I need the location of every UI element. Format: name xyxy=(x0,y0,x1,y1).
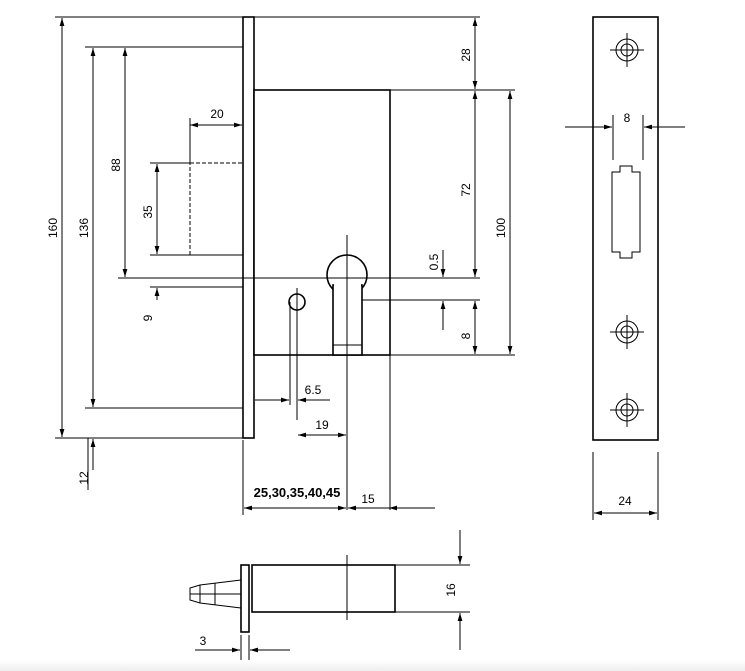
dim-20: 20 xyxy=(210,107,224,121)
dim-24: 24 xyxy=(618,494,632,508)
dim-100: 100 xyxy=(494,218,508,238)
faceplate xyxy=(592,16,659,441)
dim-136: 136 xyxy=(77,218,91,238)
screw-hole-bottom xyxy=(610,393,644,427)
dim-12: 12 xyxy=(77,471,91,485)
faceplate-view xyxy=(565,16,685,520)
extension-lines xyxy=(55,16,515,490)
dimension-labels: 160 136 88 35 9 12 20 28 72 100 0.5 8 6.… xyxy=(46,48,632,648)
dim-160: 160 xyxy=(46,218,60,238)
dim-8-faceplate: 8 xyxy=(624,111,631,125)
dim-9: 9 xyxy=(141,314,155,321)
screw-hole-top xyxy=(610,33,644,67)
latch-bolt xyxy=(189,162,244,256)
dim-6-5: 6.5 xyxy=(305,383,322,397)
dim-88: 88 xyxy=(109,158,123,172)
bolt-view xyxy=(189,530,470,660)
dimension-lines xyxy=(59,18,513,511)
dim-72: 72 xyxy=(459,183,473,197)
dim-35: 35 xyxy=(141,205,155,219)
dim-8-cylinder: 8 xyxy=(459,332,473,339)
dim-3: 3 xyxy=(200,634,207,648)
dim-15: 15 xyxy=(361,492,375,506)
dim-19: 19 xyxy=(315,418,329,432)
lock-body xyxy=(253,89,391,356)
dim-0-5: 0.5 xyxy=(427,253,441,270)
backset-options: 25,30,35,40,45 xyxy=(254,485,341,500)
bottom-edge xyxy=(0,660,745,671)
latch-opening xyxy=(611,165,641,259)
dim-28: 28 xyxy=(459,48,473,62)
dim-16: 16 xyxy=(444,583,458,597)
bolt-body xyxy=(251,564,396,613)
bolt-faceplate xyxy=(240,564,250,633)
screw-hole-middle xyxy=(610,315,644,349)
faceplate-edge xyxy=(242,16,255,439)
front-view xyxy=(189,16,391,515)
